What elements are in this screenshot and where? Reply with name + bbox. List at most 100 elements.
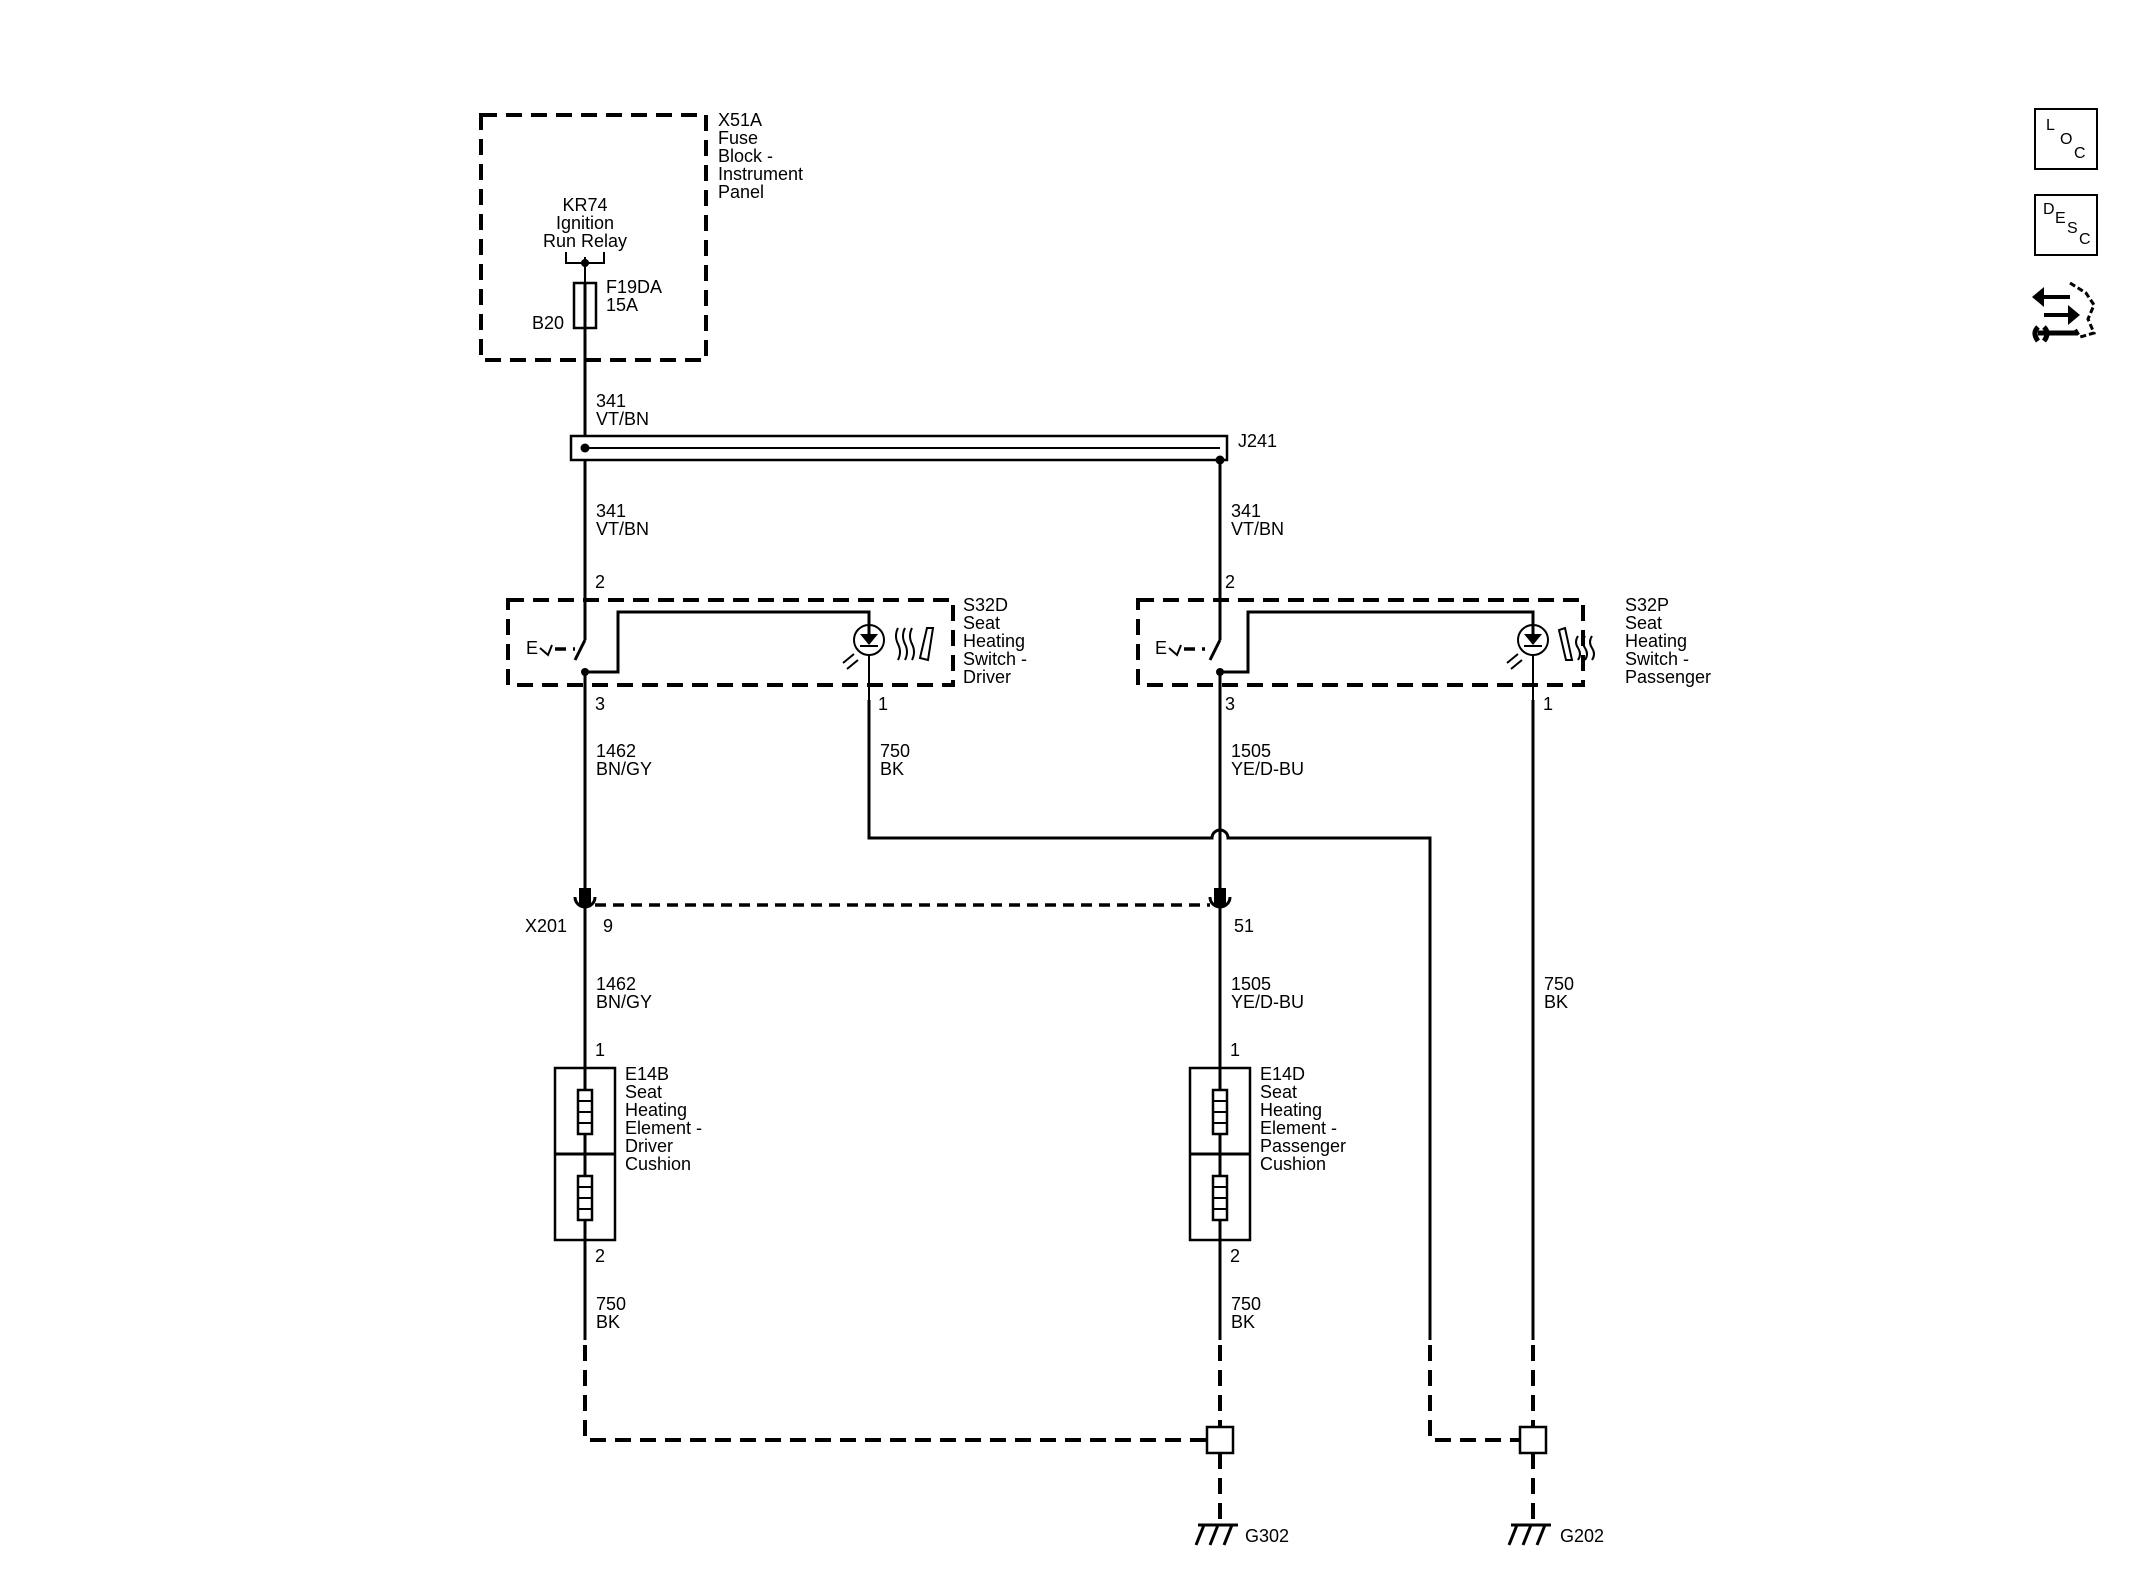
element-passenger-name-1: Seat [1260,1082,1297,1102]
loc-letter-2: O [2060,131,2073,148]
desc-letter-4: C [2079,231,2091,248]
switch-passenger-pin-in: 2 [1225,572,1235,592]
wire-341-c-color: VT/BN [1231,519,1284,539]
fuse-block-name-4: Panel [718,182,764,202]
wire-750-sw-p-color: BK [1544,992,1568,1012]
switch-actuator-driver-icon: E [526,638,538,658]
wire-750-driver-switch [867,700,1432,1340]
connector-pin-passenger: 51 [1234,916,1254,936]
wire-341-c-number: 341 [1231,501,1261,521]
ground-symbol-g202-icon [1507,1523,1551,1546]
wire-341-b-number: 341 [596,501,626,521]
desc-button[interactable]: D E S C [2034,194,2098,256]
element-driver-id: E14B [625,1064,669,1084]
fuse-block-name-2: Block - [718,146,773,166]
fuse-block-id: X51A [718,110,762,130]
element-driver-name-4: Driver [625,1136,673,1156]
ground-path-driver-element [583,1345,1207,1442]
fuse-id: F19DA [606,277,662,297]
switch-driver-contact: E [526,610,871,700]
element-driver-name-2: Heating [625,1100,687,1120]
loc-letter-3: C [2074,145,2086,162]
splice-id: J241 [1238,431,1277,451]
ground-junction-g302 [1205,1425,1235,1455]
switch-driver-name-4: Driver [963,667,1011,687]
wire-750-sw-d-number: 750 [880,741,910,761]
switch-driver-outline [506,598,955,687]
seat-heat-passenger-icon [1557,626,1595,661]
wrench-arrows-icon[interactable] [2030,275,2102,351]
wire-341-b-color: VT/BN [596,519,649,539]
splice-node-driver [580,443,590,453]
fuse-block-name-1: Fuse [718,128,758,148]
fuse-block-name-3: Instrument [718,164,803,184]
fuse-block-outline [479,113,708,362]
ground-junction-g202 [1518,1425,1548,1455]
element-passenger-name-5: Cushion [1260,1154,1326,1174]
switch-passenger-contact: E [1155,610,1535,700]
wire-1462-b-number: 1462 [596,974,636,994]
element-driver-pin-top: 1 [595,1040,605,1060]
switch-passenger-id: S32P [1625,595,1669,615]
switch-passenger-pin-out: 3 [1225,694,1235,714]
wire-1505-a-color: YE/D-BU [1231,759,1304,779]
wire-1462-b-color: BN/GY [596,992,652,1012]
switch-driver-name-1: Seat [963,613,1000,633]
desc-letter-3: S [2067,220,2078,237]
ground-g302-label: G302 [1245,1526,1289,1546]
wire-1462-a-number: 1462 [596,741,636,761]
switch-driver-name-3: Switch - [963,649,1027,669]
wire-750-el-d-color: BK [596,1312,620,1332]
switch-driver-id: S32D [963,595,1008,615]
element-passenger-pin-top: 1 [1230,1040,1240,1060]
element-passenger-name-2: Heating [1260,1100,1322,1120]
element-driver-name-5: Cushion [625,1154,691,1174]
element-passenger-pin-bottom: 2 [1230,1246,1240,1266]
element-driver-name-3: Element - [625,1118,702,1138]
element-driver-pin-bottom: 2 [595,1246,605,1266]
switch-passenger-name-2: Heating [1625,631,1687,651]
connector-pin-driver: 9 [603,916,613,936]
wire-750-el-d-number: 750 [596,1294,626,1314]
wire-1505-a-number: 1505 [1231,741,1271,761]
element-passenger-name-4: Passenger [1260,1136,1346,1156]
desc-letter-1: D [2043,201,2055,218]
element-passenger-symbol [1188,1066,1252,1242]
wire-341-a-number: 341 [596,391,626,411]
switch-passenger-name-4: Passenger [1625,667,1711,687]
ground-symbol-g302-icon [1194,1523,1238,1546]
relay-label-2: Ignition [556,213,614,233]
connector-x201 [573,888,1232,909]
switch-passenger-name-1: Seat [1625,613,1662,633]
element-passenger-name-3: Element - [1260,1118,1337,1138]
relay-label-3: Run Relay [543,231,627,251]
element-driver-name-1: Seat [625,1082,662,1102]
switch-actuator-passenger-icon: E [1155,638,1167,658]
switch-driver-indicator-icon [842,624,885,700]
switch-passenger-pin-gnd: 1 [1543,694,1553,714]
switch-driver-name-2: Heating [963,631,1025,651]
switch-driver-pin-out: 3 [595,694,605,714]
switch-driver-pin-gnd: 1 [878,694,888,714]
wire-1462-a-color: BN/GY [596,759,652,779]
wire-1505-b-number: 1505 [1231,974,1271,994]
wire-341-a-color: VT/BN [596,409,649,429]
ground-path-driver-switch [1428,1345,1520,1442]
loc-button[interactable]: L O C [2034,108,2098,170]
switch-driver-pin-in: 2 [595,572,605,592]
desc-letter-2: E [2055,210,2066,227]
relay-label-1: KR74 [562,195,607,215]
element-passenger-id: E14D [1260,1064,1305,1084]
ground-g202-label: G202 [1560,1526,1604,1546]
wire-750-el-p-number: 750 [1231,1294,1261,1314]
wire-750-el-p-color: BK [1231,1312,1255,1332]
fuse-rating: 15A [606,295,638,315]
wire-1505-b-color: YE/D-BU [1231,992,1304,1012]
switch-passenger-name-3: Switch - [1625,649,1689,669]
wire-750-sw-d-color: BK [880,759,904,779]
element-driver-symbol [553,1066,617,1242]
fuse-terminal: B20 [532,313,564,333]
seat-heat-driver-icon [895,627,935,662]
switch-passenger-indicator-icon [1506,624,1549,700]
